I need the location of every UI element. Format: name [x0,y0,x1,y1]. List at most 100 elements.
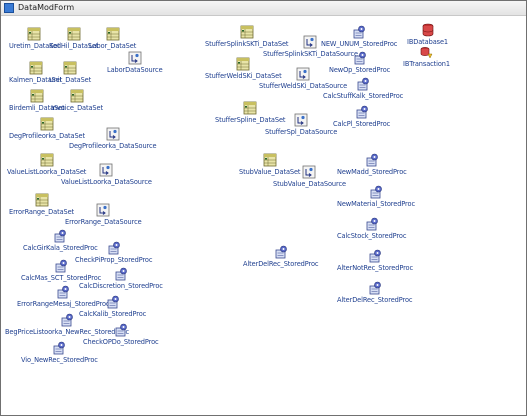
component-dataset[interactable]: Uretim_DataSet [9,27,60,50]
component-label: Birdemli_DataSet [9,104,65,112]
component-label: AlterDelRec_StoredProc [337,296,413,304]
component-label: DegProfileorka_DataSource [69,142,157,150]
datasource-icon [302,165,316,179]
storedproc-icon [114,267,128,281]
component-label: CalcStuffKalk_StoredProc [323,92,404,100]
component-storedproc[interactable]: Vio_NewRec_StoredProc [21,341,98,364]
component-storedproc[interactable]: CalcGirKala_StoredProc [23,229,98,252]
datasource-icon [96,203,110,217]
component-datasource[interactable]: StubValue_DataSource [273,165,346,188]
component-datasource[interactable]: StufferWeldSKi_DataSource [259,67,347,90]
component-storedproc[interactable]: AlterNotRec_StoredProc [337,249,413,272]
storedproc-icon [114,323,128,337]
component-label: ErrorRangeMesaj_StoredProc [17,300,110,308]
datasource-icon [303,35,317,49]
dataset-icon [236,57,250,71]
component-dataset[interactable]: StufferWeldSKi_DataSet [205,57,282,80]
component-label: NewMaterial_StoredProc [337,200,415,208]
component-label: CalcDiscretion_StoredProc [79,282,163,290]
component-storedproc[interactable]: CalcKalib_StoredProc [79,295,146,318]
component-label: IBTransaction1 [403,60,450,68]
dataset-icon [240,25,254,39]
component-storedproc[interactable]: ErrorRangeMesaj_StoredProc [17,285,110,308]
component-storedproc[interactable]: BegPriceListoorka_NewRec_StoredProc [5,313,129,336]
window-title: DataModForm [18,3,75,12]
component-dataset[interactable]: Labor_DataSet [89,27,136,50]
component-dataset[interactable]: KodHil_DataSet [49,27,98,50]
dataset-icon [243,101,257,115]
dataset-icon [29,61,43,75]
component-datasource[interactable]: ErrorRange_DataSource [65,203,142,226]
component-storedproc[interactable]: NEW_UNUM_StoredProc [321,25,397,48]
component-label: Unit_DataSet [49,76,92,84]
storedproc-icon [60,313,74,327]
title-bar[interactable]: DataModForm [1,1,526,16]
component-label: ValueListLoorka_DataSet [7,168,87,176]
database-icon [421,23,435,37]
component-label: StubValue_DataSet [239,168,301,176]
component-dataset[interactable]: Unit_DataSet [49,61,91,84]
component-transaction[interactable]: IBTransaction1 [403,45,450,68]
component-datasource[interactable]: LaborDataSource [107,51,163,74]
component-dataset[interactable]: Kalmen_DataSet [9,61,62,84]
component-storedproc[interactable]: CheckOPDo_StoredProc [83,323,159,346]
storedproc-icon [369,185,383,199]
component-storedproc[interactable]: NewOp_StoredProc [329,51,390,74]
component-storedproc[interactable]: AlterDelRec_StoredProc [243,245,319,268]
component-storedproc[interactable]: NewMaterial_StoredProc [337,185,415,208]
storedproc-icon [52,341,66,355]
component-label: LaborDataSource [107,66,163,74]
component-dataset[interactable]: ErrorRange_DataSet [9,193,74,216]
storedproc-icon [106,295,120,309]
component-label: Uretim_DataSet [9,42,60,50]
storedproc-icon [54,259,68,273]
component-storedproc[interactable]: CalcMas_SCT_StoredProc [21,259,101,282]
component-label: AlterDelRec_StoredProc [243,260,319,268]
component-label: CalcPl_StoredProc [333,120,391,128]
component-dataset[interactable]: Invoice_DataSet [51,89,103,112]
component-storedproc[interactable]: CalcStock_StoredProc [337,217,406,240]
component-dataset[interactable]: DegProfileorka_DataSet [9,117,85,140]
dataset-icon [106,27,120,41]
component-label: StufferSpline_DataSet [215,116,286,124]
component-dataset[interactable]: Birdemli_DataSet [9,89,65,112]
component-label: DegProfileorka_DataSet [9,132,85,140]
component-label: IBDatabase1 [407,38,449,46]
component-storedproc[interactable]: NewMadd_StoredProc [337,153,407,176]
storedproc-icon [368,249,382,263]
storedproc-icon [53,229,67,243]
component-storedproc[interactable]: CheckPiProp_StoredProc [75,241,152,264]
component-label: Vio_NewRec_StoredProc [21,356,98,364]
component-label: NewMadd_StoredProc [337,168,407,176]
component-dataset[interactable]: StufferSplinkSKTi_DataSet [205,25,289,48]
component-storedproc[interactable]: CalcDiscretion_StoredProc [79,267,163,290]
component-storedproc[interactable]: CalcStuffKalk_StoredProc [323,77,403,100]
component-storedproc[interactable]: CalcPl_StoredProc [333,105,390,128]
component-datasource[interactable]: ValueListLoorka_DataSource [61,163,152,186]
component-dataset[interactable]: StufferSpline_DataSet [215,101,286,124]
component-datasource[interactable]: DegProfileorka_DataSource [69,127,157,150]
component-storedproc[interactable]: AlterDelRec_StoredProc [337,281,413,304]
dataset-icon [40,153,54,167]
dataset-icon [263,153,277,167]
component-dataset[interactable]: StubValue_DataSet [239,153,301,176]
component-dataset[interactable]: ValueListLoorka_DataSet [7,153,86,176]
component-label: NEW_UNUM_StoredProc [321,40,398,48]
form-icon [4,3,14,13]
component-database[interactable]: IBDatabase1 [407,23,448,46]
component-label: ErrorRange_DataSet [9,208,75,216]
component-datasource[interactable]: StufferSpl_DataSource [265,113,337,136]
component-label: NewOp_StoredProc [329,66,391,74]
component-label: Kalmen_DataSet [9,76,63,84]
storedproc-icon [355,105,369,119]
component-label: Labor_DataSet [89,42,137,50]
datasource-icon [128,51,142,65]
storedproc-icon [356,77,370,91]
storedproc-icon [107,241,121,255]
component-label: CalcGirKala_StoredProc [23,244,98,252]
dataset-icon [30,89,44,103]
component-label: BegPriceListoorka_NewRec_StoredProc [5,328,130,336]
component-label: CheckOPDo_StoredProc [83,338,159,346]
component-datasource[interactable]: StufferSplinkSKTi_DataSource [263,35,358,58]
